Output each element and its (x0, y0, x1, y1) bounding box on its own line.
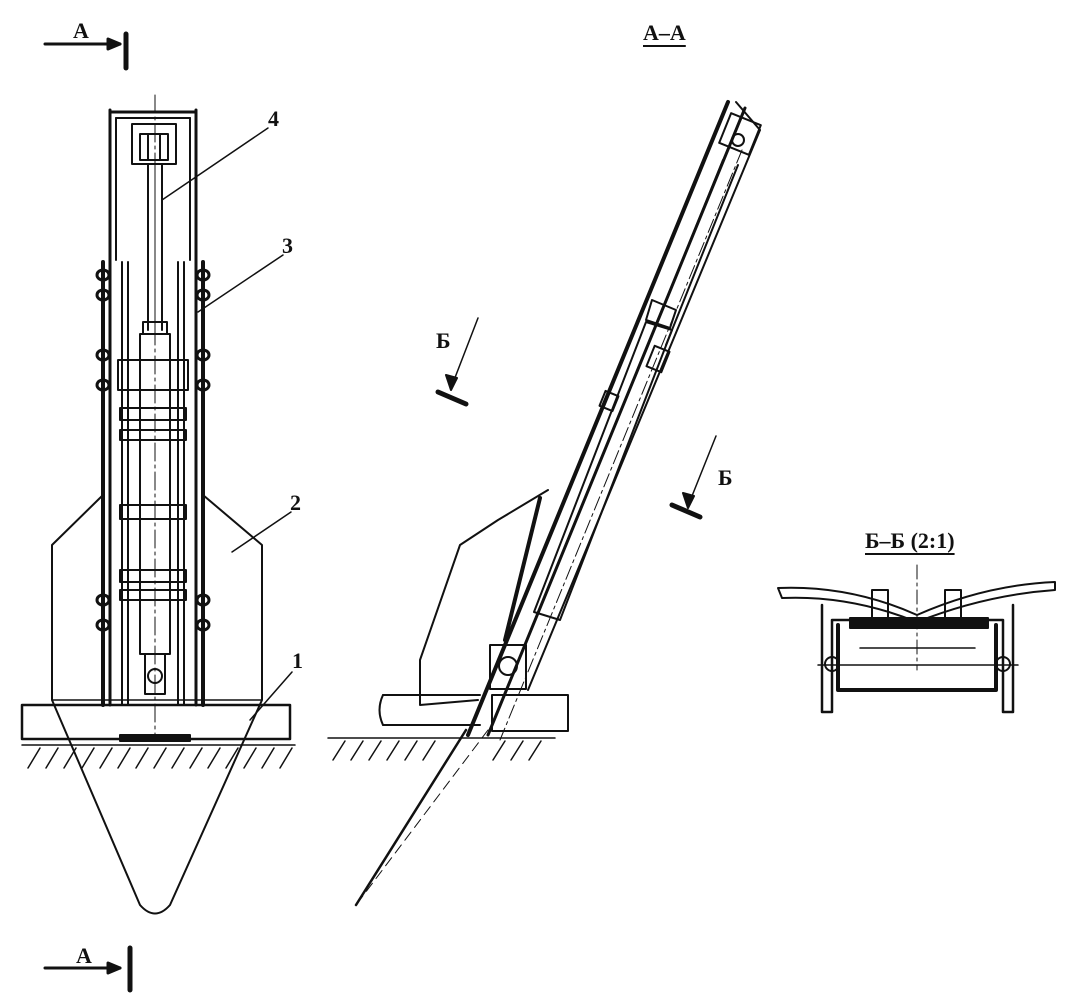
ground-hatch-side (328, 738, 555, 760)
section-title-bb: Б–Б (2:1) (865, 528, 955, 553)
base-plate-side (380, 695, 481, 725)
piston-rod (143, 164, 167, 334)
section-view-aa (328, 102, 761, 905)
cut-label-b1: Б (436, 328, 451, 353)
section-label-bottom: А (76, 943, 92, 968)
inclined-cylinder (500, 150, 742, 740)
section-title-aa: А–А (643, 20, 686, 45)
cut-arrow-b1 (438, 318, 478, 404)
cut-label-b2: Б (718, 465, 733, 490)
top-plate (778, 582, 1055, 622)
ground-hatch-front (22, 745, 295, 768)
blade (52, 495, 262, 914)
hydraulic-cylinder (118, 334, 188, 694)
callout-4: 4 (268, 106, 279, 131)
inclined-beam (468, 102, 760, 735)
front-view (22, 34, 295, 990)
callout-3: 3 (282, 233, 293, 258)
section-view-bb (778, 565, 1055, 712)
top-pivot (719, 113, 761, 155)
section-arrow-bottom (45, 948, 130, 990)
blade-spike (356, 730, 488, 905)
cylinder-mount (132, 124, 176, 164)
blade-side (420, 490, 548, 705)
clamp-rings (97, 270, 209, 630)
callout-1: 1 (292, 648, 303, 673)
section-arrow-top (45, 34, 126, 68)
callout-leaders (162, 128, 292, 720)
u-channel-inner (838, 625, 996, 690)
bottom-pivot (490, 645, 568, 731)
callout-2: 2 (290, 490, 301, 515)
cut-arrow-b2 (672, 436, 716, 517)
base-plate (22, 705, 290, 741)
section-label-top: А (73, 18, 89, 43)
